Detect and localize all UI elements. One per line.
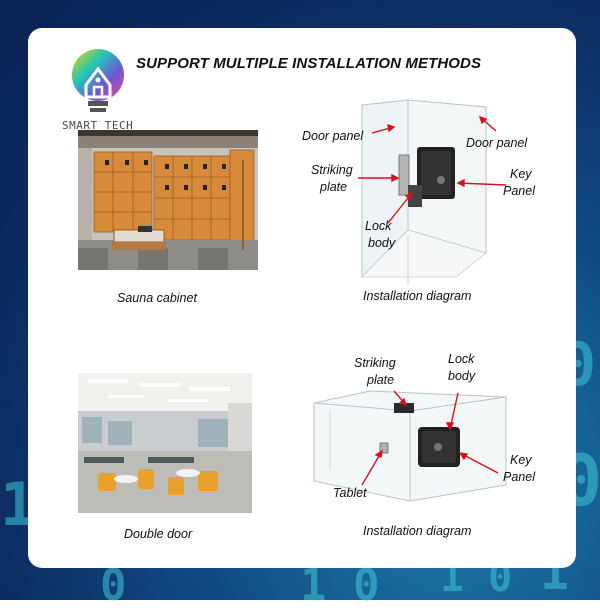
diagram-caption-top: Installation diagram xyxy=(363,289,472,303)
page-title: SUPPORT MULTIPLE INSTALLATION METHODS xyxy=(136,55,482,72)
installation-diagram-bottom xyxy=(310,385,510,505)
diagram-caption-bottom: Installation diagram xyxy=(363,524,472,538)
photo-caption-double-door: Double door xyxy=(124,527,193,541)
smart-tech-logo xyxy=(60,45,132,137)
callout-key-panel-line2: Panel xyxy=(503,184,535,198)
photo-caption-sauna: Sauna cabinet xyxy=(117,291,197,305)
callout-door-panel-left: Door panel xyxy=(302,129,364,143)
logo-name: SMART TECH xyxy=(62,119,134,132)
callout-lock-body-line2: body xyxy=(368,236,396,250)
callout-lock-body-b-line1: Lock xyxy=(448,352,475,366)
callout-lock-body-line1: Lock xyxy=(365,219,392,233)
callout-striking-plate-line2: plate xyxy=(320,180,348,194)
callout-striking-plate-line1: Striking xyxy=(311,163,353,177)
callout-lock-body-b-line2: body xyxy=(448,369,476,383)
callout-door-panel-right: Door panel xyxy=(466,136,528,150)
callout-striking-plate-b-line2: plate xyxy=(367,373,395,387)
double-door-photo xyxy=(78,373,252,513)
callout-key-panel-b-line1: Key xyxy=(510,453,532,467)
sauna-cabinet-photo xyxy=(78,130,258,270)
installation-diagram-top xyxy=(300,95,550,295)
callout-key-panel-b-line2: Panel xyxy=(503,470,535,484)
callout-striking-plate-b-line1: Striking xyxy=(354,356,396,370)
callout-tablet: Tablet xyxy=(333,486,367,500)
callout-key-panel-line1: Key xyxy=(510,167,532,181)
